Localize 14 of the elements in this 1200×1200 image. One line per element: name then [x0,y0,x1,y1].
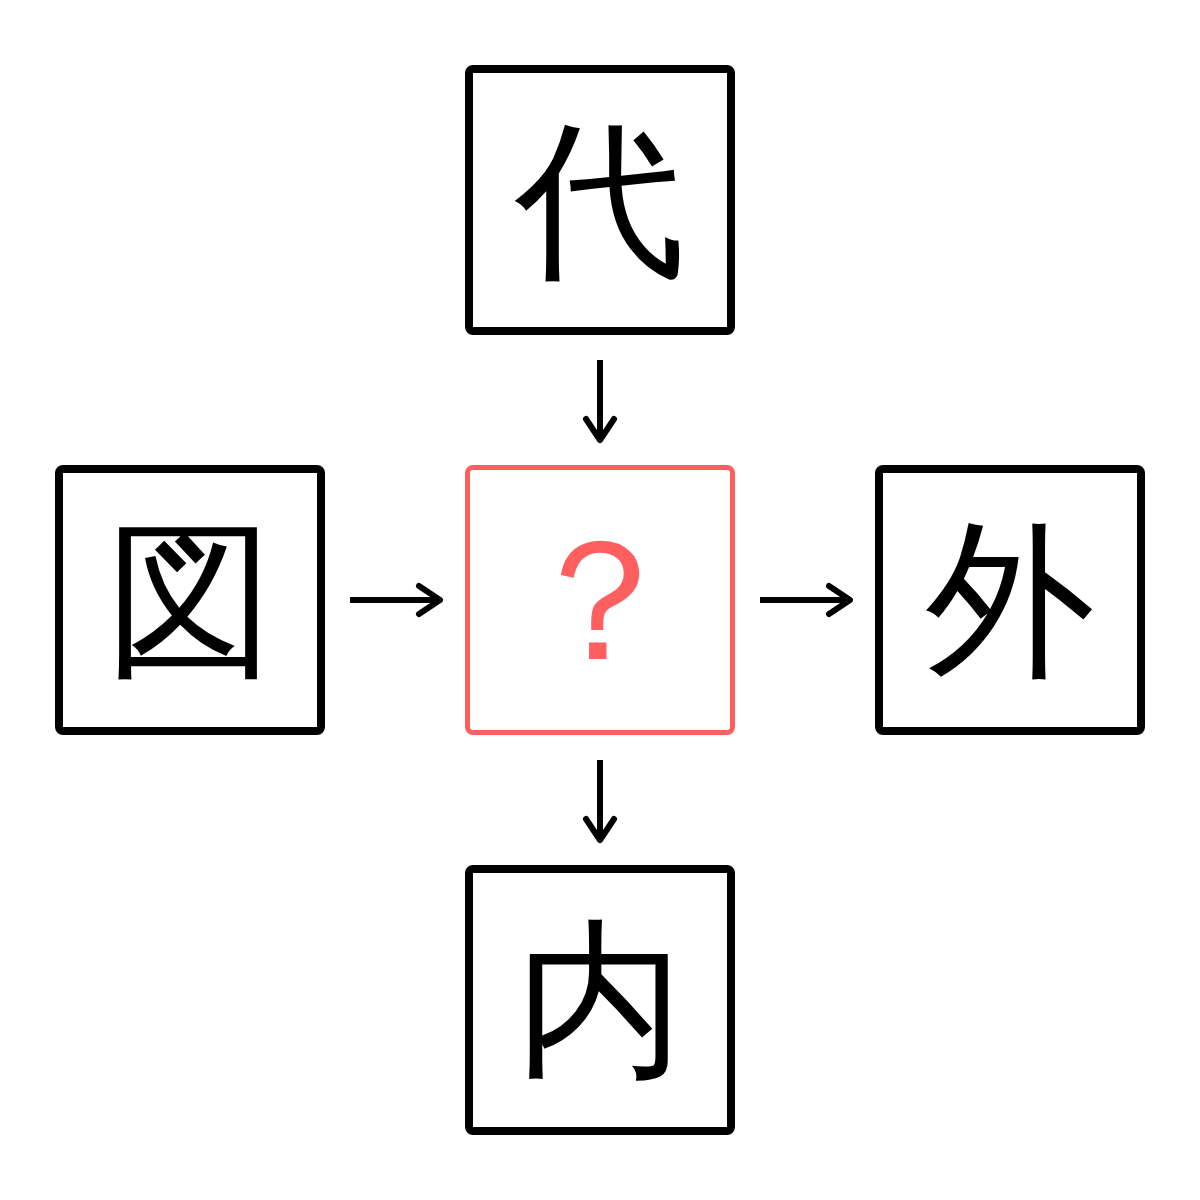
kanji-character: 内 [515,915,685,1085]
arrow [583,360,617,443]
kanji-box [55,465,325,735]
kanji-box [465,865,735,1135]
kanji-box [465,65,735,335]
arrow [350,583,443,617]
arrow [583,760,617,843]
kanji-character: 代 [515,115,685,285]
question-mark: ？ [515,515,685,685]
kanji-character: 図 [105,515,275,685]
arrow [760,583,853,617]
kanji-box [875,465,1145,735]
kanji-character: 外 [925,515,1095,685]
question-box [465,465,735,735]
